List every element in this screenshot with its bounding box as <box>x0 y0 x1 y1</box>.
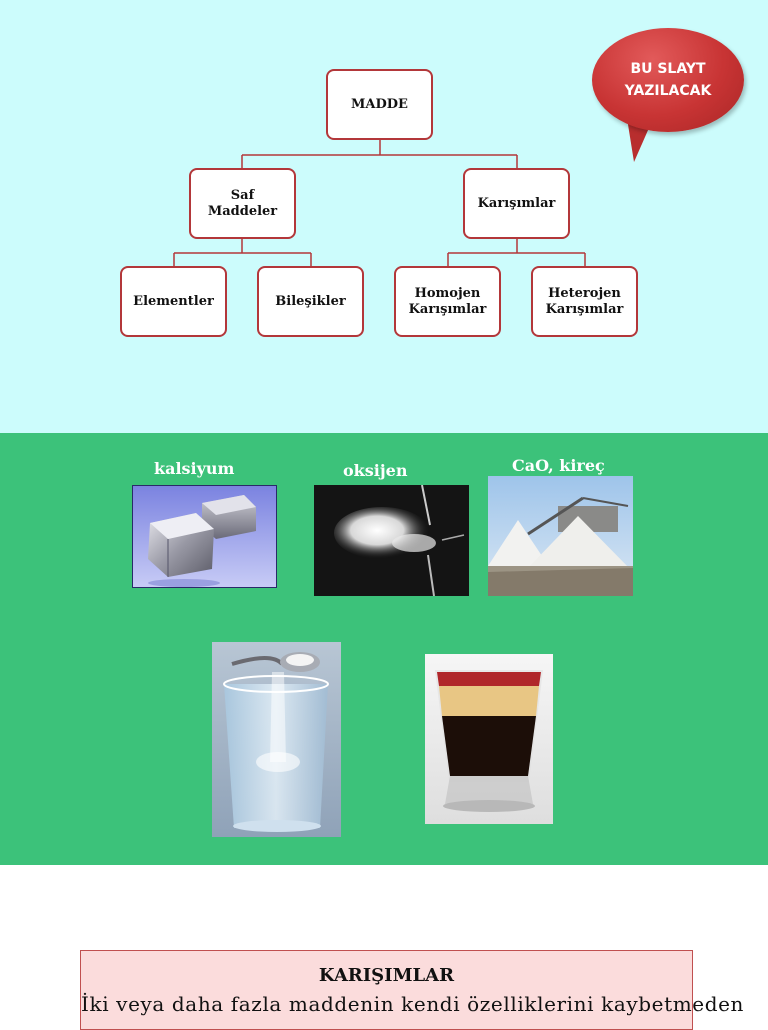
node-karisimlar: Karışımlar <box>463 168 570 239</box>
lime-image <box>488 476 633 596</box>
salt-water-image <box>212 642 341 837</box>
layered-drink-image <box>425 654 553 824</box>
label-kirec: CaO, kireç <box>512 456 605 475</box>
oxygen-image <box>314 485 469 596</box>
speech-bubble-note: BU SLAYT YAZILACAK <box>592 28 744 132</box>
node-madde: MADDE <box>326 69 433 140</box>
label-oksijen: oksijen <box>343 461 408 480</box>
definition-box: KARIŞIMLAR İki veya daha fazla maddenin … <box>80 950 745 1030</box>
calcium-image <box>132 485 277 588</box>
node-elementler: Elementler <box>120 266 227 337</box>
definition-text: İki veya daha fazla maddenin kendi özell… <box>81 992 745 1016</box>
node-bilesikler: Bileşikler <box>257 266 364 337</box>
node-saf-maddeler: Saf Maddeler <box>189 168 296 239</box>
node-homojen-karisimlar: Homojen Karışımlar <box>394 266 501 337</box>
diagram-connectors <box>173 140 586 266</box>
label-kalsiyum: kalsiyum <box>154 459 235 478</box>
slide-diagram: MADDE Saf Maddeler Karışımlar Elementler… <box>0 0 768 433</box>
node-heterojen-karisimlar: Heterojen Karışımlar <box>531 266 638 337</box>
definition-title: KARIŞIMLAR <box>318 965 455 986</box>
bubble-text: BU SLAYT YAZILACAK <box>624 61 712 99</box>
